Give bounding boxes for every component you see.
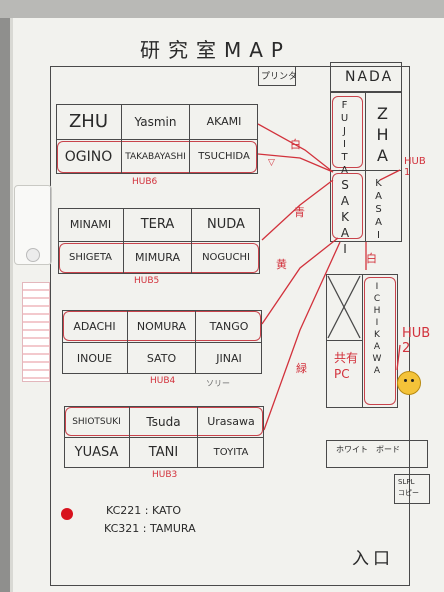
ichikawa-label: ICHIKAWA — [372, 282, 382, 378]
g2-row2: SHIGETA MIMURA NOGUCHI — [58, 241, 260, 274]
desk-inoue: INOUE — [62, 342, 128, 374]
right-block-divider-v — [365, 92, 367, 242]
smiley-face-icon — [397, 371, 421, 395]
kc321-line: KC321 : TAMURA — [104, 522, 196, 535]
whiteboard-label: ホワイト ボード — [336, 445, 400, 454]
hub6-row — [57, 141, 257, 173]
cable-yellow-label: 黄 — [276, 258, 287, 271]
g4-row2: YUASA TANI TOYITA — [64, 437, 264, 468]
g1-row1: ZHU Yasmin AKAMI — [56, 104, 258, 139]
hub3-label: HUB3 — [152, 470, 178, 480]
kasai-label: KASAI — [373, 178, 384, 243]
g4-row1: SHIOTSUKI Tsuda Urasawa — [64, 406, 264, 437]
hub6-label: HUB6 — [132, 177, 158, 187]
desk-jinai: JINAI — [216, 351, 242, 365]
hub4-row — [63, 311, 261, 341]
sakai-label: SAKAI — [338, 178, 352, 258]
shared-pc-label: 共有 PC — [334, 351, 359, 381]
nada-desk — [330, 62, 402, 92]
sakai-desk — [332, 173, 363, 239]
g2-row1: MINAMI TERA NUDA — [58, 208, 260, 241]
group3-note: ソリー — [206, 379, 230, 388]
fujita-desk — [332, 96, 363, 168]
arrow-mark: ▽ — [268, 158, 275, 168]
entrance-label: 入口 — [352, 549, 394, 569]
desk-mimura: MIMURA — [124, 241, 192, 274]
desk-shiotsuki: SHIOTSUKI — [64, 406, 130, 437]
cable-white2-label: 白 — [366, 252, 377, 265]
hub5-row — [59, 243, 259, 273]
zha-label: ZHA — [373, 104, 392, 167]
slpl-label: SLPL コピー — [398, 478, 419, 497]
cable-blue-label: 青 — [294, 206, 305, 219]
page-title: 研究室MAP — [140, 38, 291, 62]
whiteboard-bar — [326, 440, 428, 468]
whiteboard — [10, 18, 444, 592]
g3-row1: ADACHI NOMURA TANGO — [62, 310, 262, 342]
desk-tsuchida: TSUCHIDA — [198, 151, 250, 162]
desk-tani: TANI — [130, 437, 198, 468]
g1-mid — [56, 139, 258, 141]
hub3-row — [65, 407, 263, 436]
desk-tango: TANGO — [209, 319, 249, 333]
red-magnet-icon — [61, 508, 73, 520]
hub5-label: HUB5 — [134, 276, 160, 286]
desk-urasawa: Urasawa — [207, 415, 255, 428]
desk-adachi: ADACHI — [62, 310, 128, 342]
paper-strip — [22, 282, 50, 382]
right-block-divider-h — [330, 170, 402, 172]
desk-toyita: TOYITA — [213, 447, 249, 458]
hub2-label: HUB 2 — [402, 326, 431, 356]
g4-mid — [64, 437, 264, 439]
magnet-icon — [26, 248, 40, 262]
g3-row2: INOUE SATO JINAI — [62, 342, 262, 374]
printer-label: プリンタ — [261, 72, 298, 82]
desk-nomura: NOMURA — [128, 310, 196, 342]
desk-tera: TERA — [124, 208, 192, 241]
desk-yasmin: Yasmin — [122, 104, 190, 139]
desk-noguchi: NOGUCHI — [202, 252, 250, 263]
desk-akami: AKAMI — [206, 115, 242, 128]
desk-ogino: OGINO — [56, 139, 122, 174]
fujita-label: FUJITA — [339, 100, 350, 178]
desk-shigeta: SHIGETA — [58, 241, 124, 274]
copier-box — [394, 474, 430, 504]
desk-sato: SATO — [128, 342, 196, 374]
room-outline — [50, 66, 410, 586]
right-lower-divider-h — [326, 340, 362, 342]
g3-mid — [62, 342, 262, 344]
hub4-label: HUB4 — [150, 376, 176, 386]
printer-box — [258, 66, 296, 86]
kc221-line: KC221 : KATO — [106, 504, 182, 517]
desk-zhu: ZHU — [56, 104, 122, 139]
cable-green-label: 緑 — [296, 362, 307, 375]
nada-label: NADA — [345, 69, 394, 85]
desk-takabayashi: TAKABAYASHI — [122, 139, 190, 174]
empty-desk-cross — [327, 275, 361, 339]
g1-row2: OGINO TAKABAYASHI TSUCHIDA — [56, 139, 258, 174]
desk-nuda: NUDA — [207, 217, 245, 232]
ichikawa-desk — [364, 277, 396, 405]
g2-mid — [58, 241, 260, 243]
desk-minami: MINAMI — [58, 208, 124, 241]
desk-yuasa: YUASA — [64, 437, 130, 468]
hub1-label: HUB 1 — [404, 156, 426, 178]
right-lower-divider-v — [362, 274, 364, 408]
desk-tsuda: Tsuda — [130, 406, 198, 437]
board-tray — [0, 0, 444, 18]
